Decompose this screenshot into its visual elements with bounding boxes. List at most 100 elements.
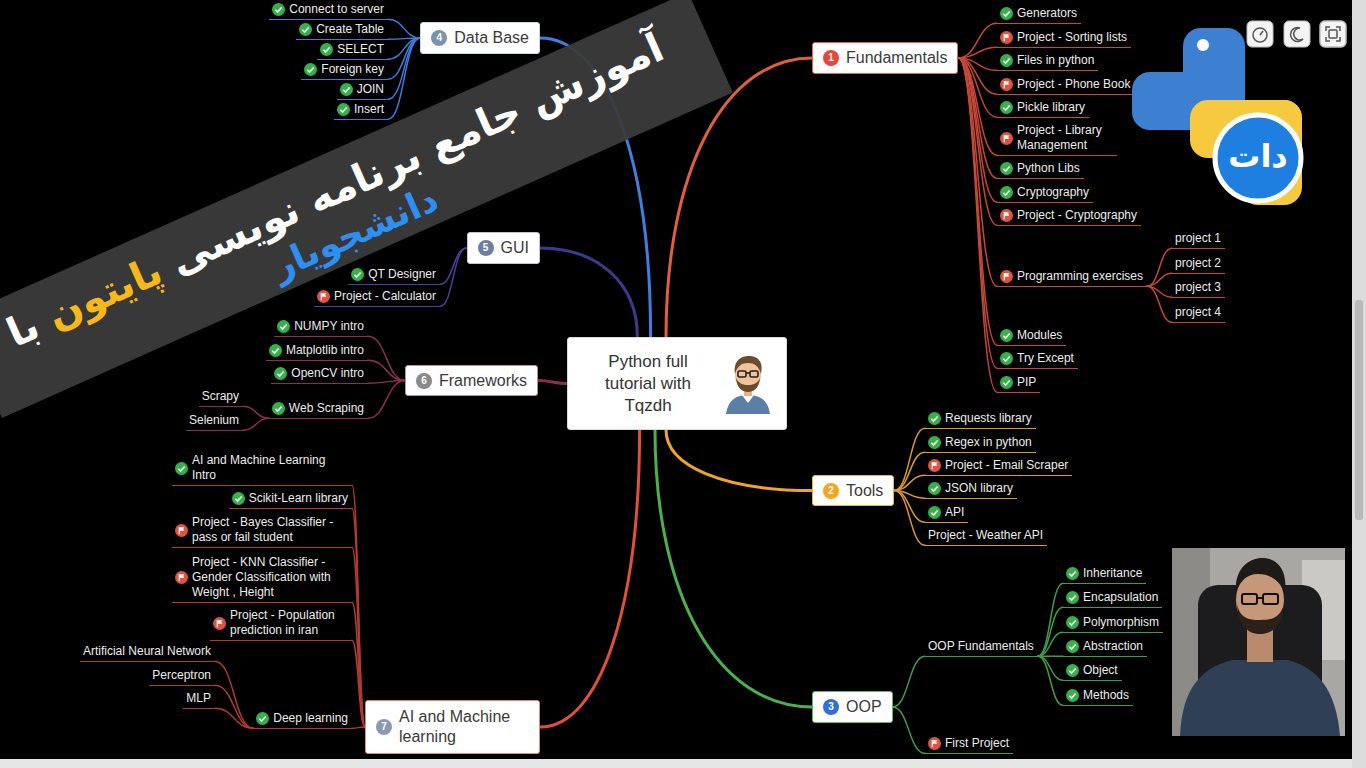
subtopic: Perceptron xyxy=(149,666,215,686)
done-icon xyxy=(928,412,941,425)
dark-mode-button xyxy=(1284,21,1310,47)
check-mark xyxy=(235,496,241,501)
subtopic-text: Project - Sorting lists xyxy=(1017,30,1127,45)
subtopic-text: Project - Calculator xyxy=(334,289,436,304)
subtopic: Connect to server xyxy=(269,0,388,20)
topic-label: Fundamentals xyxy=(846,48,947,68)
subtopic-line xyxy=(388,38,420,79)
subtopic-text: Matplotlib intro xyxy=(286,343,364,358)
done-icon xyxy=(272,3,285,16)
icon-disc xyxy=(1000,209,1013,222)
subtopic: Project - Library Management xyxy=(997,121,1117,156)
logo-badge xyxy=(1215,115,1301,201)
icon-disc xyxy=(1000,31,1013,44)
subtopic: JOIN xyxy=(337,80,388,100)
flag-icon xyxy=(928,459,941,472)
done-icon xyxy=(928,482,941,495)
subtopic-text: Object xyxy=(1083,663,1118,678)
subtopic: Project - Email Scraper xyxy=(925,456,1072,476)
main-topic: 2Tools xyxy=(812,475,894,506)
flag-cloth xyxy=(1004,81,1009,85)
subtopic: Modules xyxy=(997,326,1066,346)
subtopic-line xyxy=(1038,583,1063,656)
check-mark xyxy=(1003,166,1009,171)
check-mark xyxy=(1069,620,1075,625)
subtopic-line xyxy=(243,418,269,430)
done-icon xyxy=(337,103,350,116)
main-topic: 1Fundamentals xyxy=(812,42,958,74)
subtopic-line xyxy=(958,58,997,286)
subtopic-line xyxy=(893,707,925,753)
room-wall xyxy=(1172,548,1345,736)
subtopic-text: First Project xyxy=(945,736,1009,751)
icon-disc xyxy=(304,63,317,76)
subtopic-line xyxy=(388,19,420,38)
icon-disc xyxy=(1066,689,1079,702)
main-topic: 3OOP xyxy=(812,691,893,723)
flag-cloth xyxy=(321,293,326,297)
subtopic-text: Web Scraping xyxy=(289,401,364,416)
subtopic-line xyxy=(958,58,997,178)
flag-cloth xyxy=(1004,273,1009,277)
icon-disc xyxy=(1066,640,1079,653)
subtopic-line xyxy=(215,685,253,728)
icon-disc xyxy=(1066,616,1079,629)
check-mark xyxy=(276,7,282,12)
subtopic-text: Project - Weather API xyxy=(928,528,1043,543)
flag-icon xyxy=(1000,78,1013,91)
subtopic-line xyxy=(352,602,365,727)
icon-disc xyxy=(320,43,333,56)
icon-disc xyxy=(256,712,269,725)
subtopic-line xyxy=(1038,607,1063,656)
flag-cloth xyxy=(932,740,937,744)
subtopic-text: Selenium xyxy=(189,413,239,428)
branch-line xyxy=(655,430,812,707)
icon-disc xyxy=(274,367,287,380)
subtopic-text: Project - Bayes Classifier - pass or fai… xyxy=(192,515,348,545)
icon-disc xyxy=(317,290,330,303)
subtopic: Insert xyxy=(334,100,388,120)
flag-cloth xyxy=(1004,34,1009,38)
glasses xyxy=(1242,594,1278,604)
subtopic-line xyxy=(352,727,365,728)
subtopic-line xyxy=(893,656,925,707)
scrollbar-thumb xyxy=(1355,300,1363,520)
icon-disc xyxy=(1000,101,1013,114)
done-icon xyxy=(1066,567,1079,580)
check-mark xyxy=(308,67,314,72)
subtopic-text: JOIN xyxy=(357,82,384,97)
subtopic: OOP Fundamentals xyxy=(925,637,1038,657)
subtopic: Regex in python xyxy=(925,433,1036,453)
subtopic-text: Foreign key xyxy=(321,62,384,77)
subtopic-text: Project - Library Management xyxy=(1017,123,1113,153)
topic-number: 4 xyxy=(431,30,447,46)
subtopic-line xyxy=(243,406,269,418)
subtopic: Project - Calculator xyxy=(314,287,440,307)
subtopic-text: OpenCV intro xyxy=(291,366,364,381)
icon-disc xyxy=(928,482,941,495)
done-icon xyxy=(1066,689,1079,702)
subtopic: Artificial Neural Network xyxy=(80,642,215,662)
subtopic-text: Insert xyxy=(354,102,384,117)
subtopic: Project - KNN Classifier - Gender Classi… xyxy=(172,553,352,603)
subtopic-text: Scrapy xyxy=(202,389,239,404)
main-topic: 7AI and Machine learning xyxy=(365,700,540,754)
done-icon xyxy=(274,367,287,380)
logo-text: دات xyxy=(1228,136,1288,176)
subtopic: Pickle library xyxy=(997,98,1089,118)
subtopic: Project - Sorting lists xyxy=(997,28,1131,48)
subtopic-line xyxy=(958,23,997,58)
icon-disc xyxy=(1000,352,1013,365)
subtopic: Methods xyxy=(1063,686,1133,706)
bottom-bar xyxy=(0,759,1352,768)
beard xyxy=(1237,604,1284,634)
check-mark xyxy=(1003,190,1009,195)
subtopic: Requests library xyxy=(925,409,1036,429)
timer-button xyxy=(1247,21,1273,47)
flag-icon xyxy=(213,617,226,630)
icon-disc xyxy=(1000,186,1013,199)
flag-cloth xyxy=(1004,212,1009,216)
subtopic-text: Abstraction xyxy=(1083,639,1143,654)
subtopic-line xyxy=(958,47,997,58)
